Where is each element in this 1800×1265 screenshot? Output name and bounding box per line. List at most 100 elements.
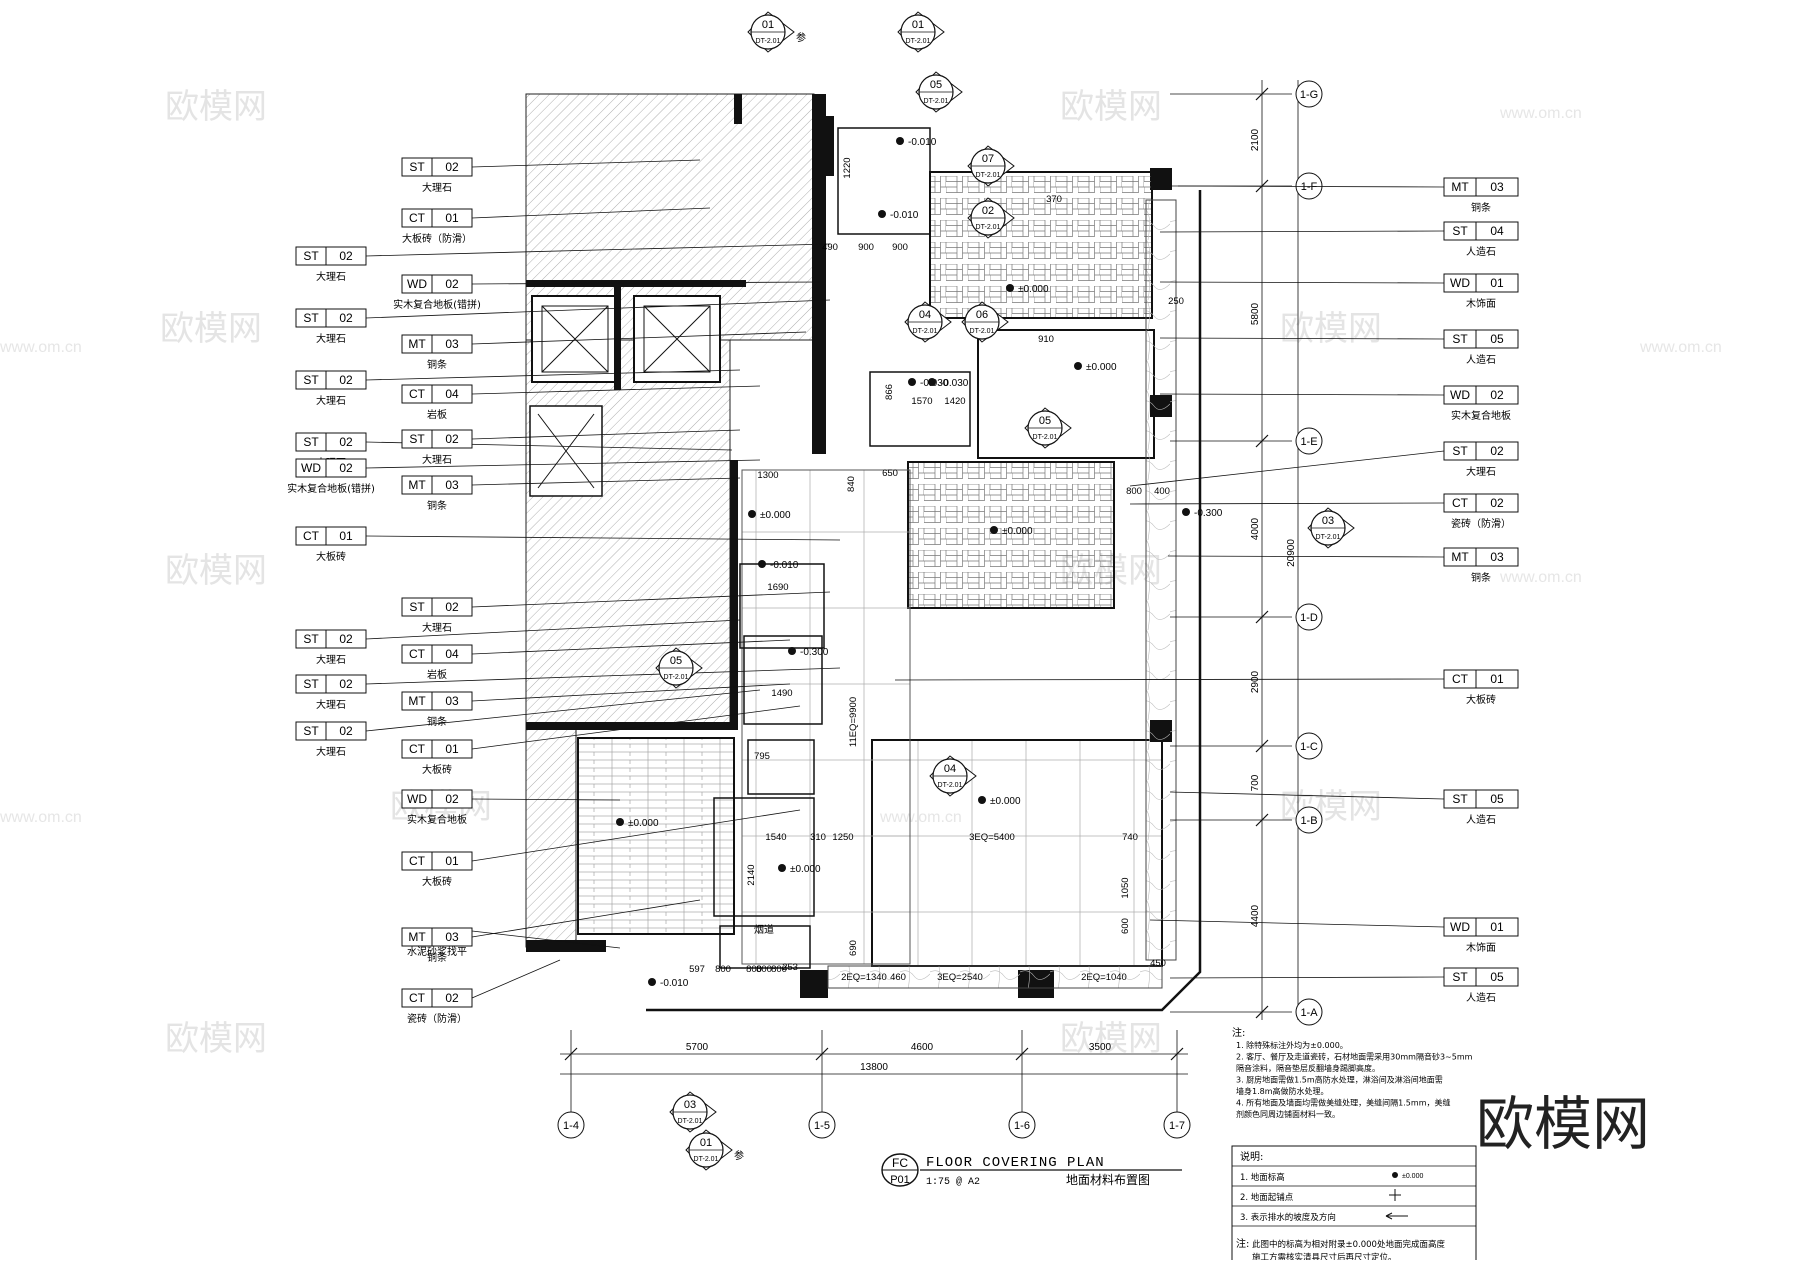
tag-num: 02 (339, 373, 353, 387)
note-line: 隔音涂料，隔音垫层反翻墙身踢脚高度。 (1236, 1063, 1380, 1073)
tag-code: CT (409, 854, 426, 868)
elevation-text: -0.010 (890, 210, 919, 221)
legend-start-point-icon (1389, 1189, 1401, 1201)
plan-dim: 800 (771, 964, 787, 975)
tag-label: 岩板 (427, 668, 447, 681)
note-line: 1. 除特殊标注外均为±0.000。 (1236, 1040, 1348, 1050)
tag-code: CT (303, 529, 320, 543)
grid-bubble (1295, 732, 1323, 760)
tag-code: MT (1451, 180, 1469, 194)
general-notes: 注: 1. 除特殊标注外均为±0.000。2. 客厅、餐厅及走道瓷砖，石材地面需… (1232, 1026, 1473, 1119)
tag-num: 02 (339, 632, 353, 646)
plan-dim: 460 (890, 972, 906, 983)
tag-leader (471, 705, 801, 750)
tag-code: ST (409, 160, 425, 174)
grid-bubble (1295, 172, 1323, 200)
elevation-text: -0.010 (660, 978, 689, 989)
note-line: 剂颜色同周边铺面材料一致。 (1236, 1109, 1340, 1119)
room-label: 烟道 (754, 923, 774, 936)
plan-dim: 1050 (1120, 877, 1131, 898)
tag-leader (365, 243, 831, 257)
grid-bubble (1295, 603, 1323, 631)
legend-footer-heading: 注: (1236, 1237, 1249, 1250)
tag-code: ST (303, 677, 319, 691)
stone-strip-east (1145, 199, 1177, 961)
legend-drain-arrow-icon (1385, 1212, 1408, 1220)
plan-dim: 1300 (757, 470, 778, 481)
callout-number: 04 (944, 763, 956, 775)
plan-dim: 600 (1120, 918, 1131, 934)
elevation-marker (1006, 284, 1014, 292)
callout-number: 03 (684, 1099, 696, 1111)
tag-leader (365, 689, 761, 732)
callout-ref: DT-2.01 (970, 328, 995, 335)
watermark-site: www.om.cn (1499, 105, 1582, 122)
tag-label: 大理石 (422, 453, 452, 466)
plan-dim: 370 (1046, 194, 1062, 205)
tag-num: 02 (339, 461, 353, 475)
tag-num: 01 (339, 529, 353, 543)
stone-strip-south (827, 965, 1163, 989)
plan-dim: 1690 (767, 582, 788, 593)
watermark-text: 欧模网 (1060, 1019, 1162, 1059)
note-line: 墙身1.8m高做防水处理。 (1236, 1086, 1329, 1096)
grid-label: 1-B (1300, 815, 1317, 827)
tag-code: WD (301, 461, 321, 475)
watermark-text: 欧模网 (1280, 787, 1382, 827)
grid-label: 1-G (1300, 89, 1318, 101)
tag-label: 大理石 (316, 745, 346, 758)
tag-num: 02 (445, 160, 459, 174)
callout-ref: DT-2.01 (976, 172, 1001, 179)
elevation-text: -0.030 (940, 378, 969, 389)
watermark-text: 欧模网 (1280, 309, 1382, 349)
elevation-marker (788, 647, 796, 655)
tag-num: 03 (1490, 180, 1504, 194)
dim-tick (815, 1047, 829, 1061)
dim-tick (1255, 813, 1269, 827)
tag-label: 大理石 (316, 394, 346, 407)
elevation-text: ±0.000 (760, 510, 791, 521)
tag-leader (471, 639, 791, 655)
plan-dim: 1540 (765, 832, 786, 843)
outer-wall-se (646, 190, 1202, 1012)
tag-code: ST (1452, 970, 1468, 984)
tag-label: 铜条 (1471, 201, 1491, 214)
tag-label: 大板砖 (422, 763, 452, 776)
tag-label: 木饰面 (1466, 297, 1496, 310)
elevation-text: ±0.000 (1018, 284, 1049, 295)
grid-bubble (557, 1111, 585, 1139)
plan-dim: 795 (754, 751, 770, 762)
plan-dim: 740 (1122, 832, 1138, 843)
watermark-text: 欧模网 (160, 309, 262, 349)
grid-label: 1-4 (563, 1120, 579, 1132)
tag-num: 05 (1490, 970, 1504, 984)
grid-bubble (1163, 1111, 1191, 1139)
plan-dim: 597 (689, 964, 705, 975)
tag-leader (1159, 337, 1445, 340)
watermark-text: 欧模网 (165, 1019, 267, 1059)
tag-num: 02 (339, 724, 353, 738)
tag-label: 人造石 (1466, 353, 1496, 366)
tag-leader (365, 369, 741, 381)
plan-dim: 900 (858, 242, 874, 253)
tag-leader (471, 683, 791, 702)
grid-dim: 2100 (1250, 128, 1261, 151)
plan-dim: 2140 (746, 864, 757, 885)
